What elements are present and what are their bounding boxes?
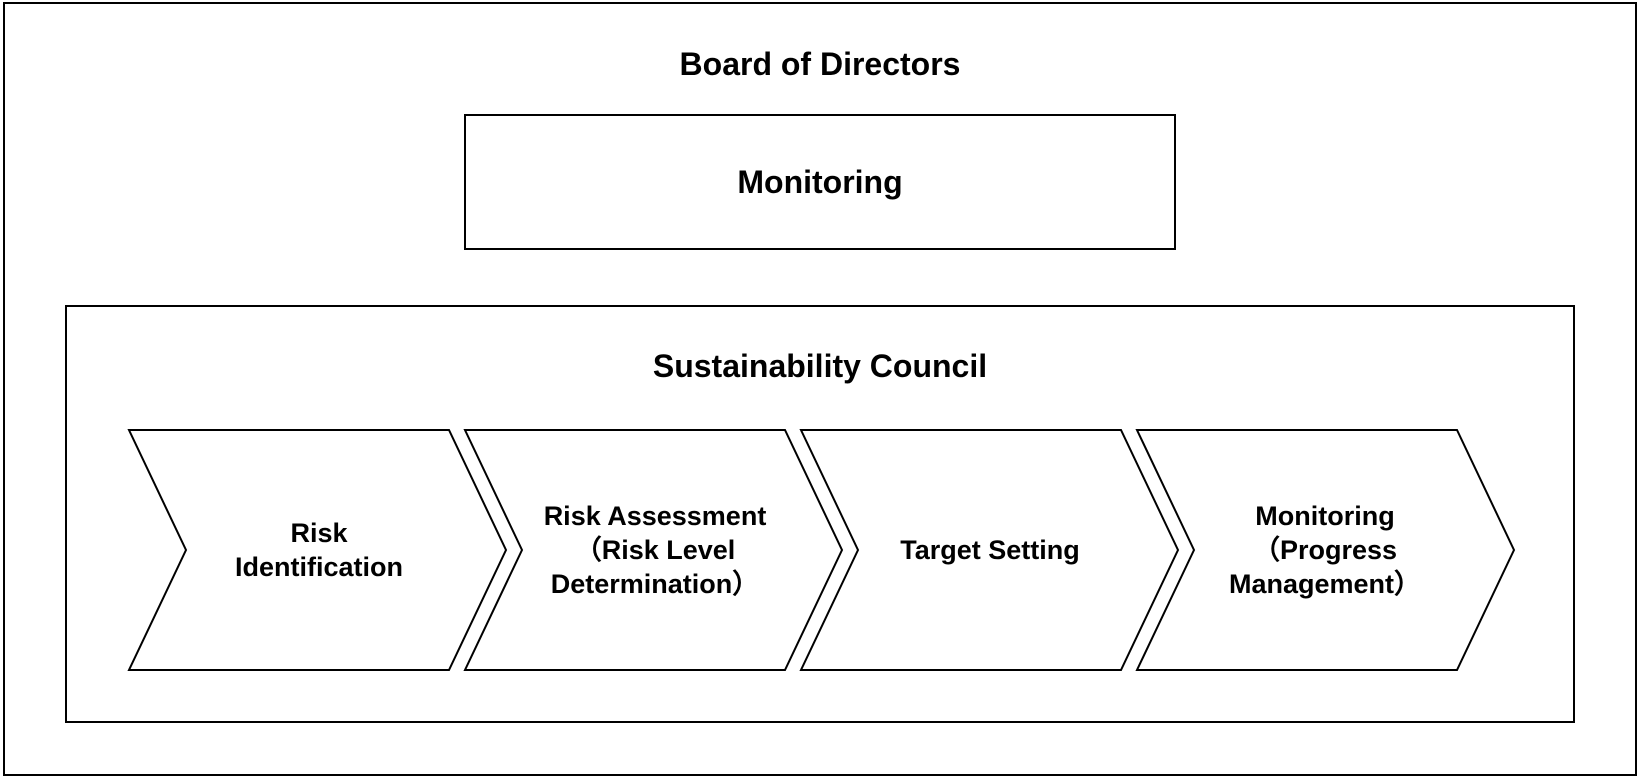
step-label-risk-identification: Risk Identification [129,430,509,670]
board-monitoring-box: Monitoring [464,114,1176,250]
sustainability-council-frame [65,305,1575,723]
step-label-line: Target Setting [900,535,1080,565]
step-label-line: （Progress [1252,535,1398,565]
step-label-risk-assessment: Risk Assessment （Risk Level Determinatio… [465,430,845,670]
step-risk-identification-chevron [127,429,508,671]
step-label-line: Risk [290,518,348,548]
step-monitoring-progress-chevron [1135,429,1516,671]
step-label-line: Identification [235,552,403,582]
council-title: Sustainability Council [652,348,988,384]
step-target-setting-chevron [799,429,1180,671]
step-label-line: Management） [1228,569,1422,599]
board-of-directors-frame [3,2,1637,776]
step-label-line: （Risk Level [574,535,736,565]
step-label-line: Risk Assessment [543,501,767,531]
board-monitoring-label: Monitoring [737,163,903,200]
step-label-line: Monitoring [1255,501,1395,531]
step-label-line: Determination） [550,569,760,599]
step-risk-assessment-chevron [463,429,844,671]
step-label-target-setting: Target Setting [800,430,1180,670]
step-label-monitoring-progress: Monitoring （Progress Management） [1135,430,1515,670]
board-title: Board of Directors [679,46,961,82]
